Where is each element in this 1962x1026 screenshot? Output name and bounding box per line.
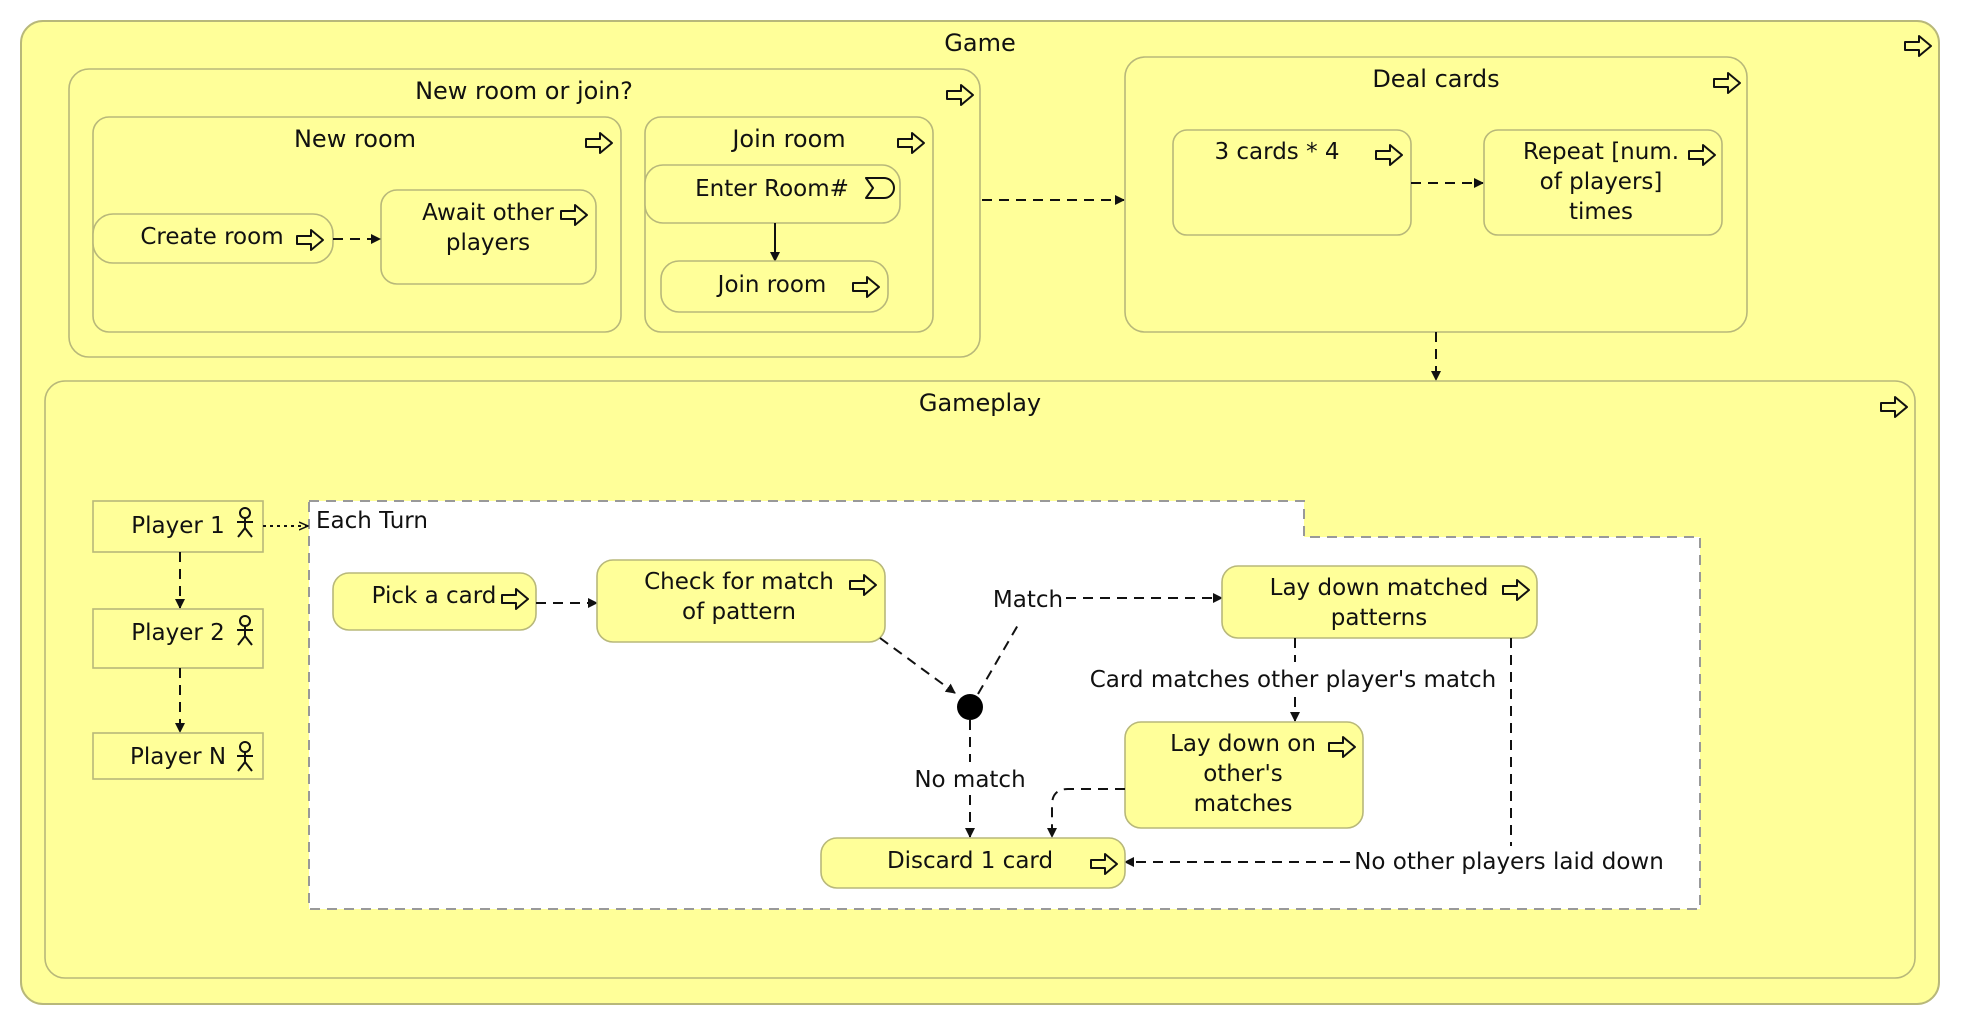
discard-action: Discard 1 card bbox=[820, 837, 1126, 889]
join-room-title: Join room bbox=[730, 125, 845, 153]
lay-down-label-line1: Lay down matched bbox=[1270, 575, 1489, 601]
lay-other-label-line1: Lay down on bbox=[1170, 731, 1316, 757]
each-turn-title: Each Turn bbox=[316, 508, 428, 534]
await-players-action: Await other players bbox=[380, 189, 597, 285]
accept-event-icon bbox=[865, 177, 895, 199]
join-room-action: Join room bbox=[660, 260, 889, 313]
lay-down-label-line2: patterns bbox=[1331, 605, 1428, 631]
pick-card-label: Pick a card bbox=[372, 583, 497, 609]
deal-cards-title: Deal cards bbox=[1372, 65, 1499, 93]
pick-card-action: Pick a card bbox=[332, 572, 537, 631]
check-match-action: Check for match of pattern bbox=[596, 559, 886, 643]
new-or-join-frame: New room or join? New room Create room A… bbox=[68, 68, 981, 358]
await-label-line2: players bbox=[446, 230, 530, 256]
flow-decision-match-segment bbox=[977, 624, 1019, 695]
join-room-frame: Join room Enter Room# Join room bbox=[644, 116, 934, 333]
no-match-label: No match bbox=[914, 767, 1025, 793]
player-1-label: Player 1 bbox=[131, 513, 225, 539]
game-title: Game bbox=[944, 29, 1015, 57]
match-label: Match bbox=[993, 587, 1063, 613]
gameplay-title: Gameplay bbox=[919, 389, 1041, 417]
player-2-label: Player 2 bbox=[131, 620, 225, 646]
cards-label: 3 cards * 4 bbox=[1214, 139, 1339, 165]
player-n-actor: Player N bbox=[92, 732, 264, 780]
player-n-label: Player N bbox=[130, 744, 226, 770]
join-room-label: Join room bbox=[716, 272, 827, 298]
player-2-actor: Player 2 bbox=[92, 608, 264, 669]
create-room-label: Create room bbox=[140, 224, 283, 250]
deal-cards-frame: Deal cards 3 cards * 4 Repeat [num. of p… bbox=[1124, 56, 1748, 333]
player-1-actor: Player 1 bbox=[92, 500, 264, 553]
lay-other-label-line2: other's bbox=[1203, 761, 1283, 787]
check-label-line1: Check for match bbox=[644, 569, 834, 595]
repeat-label-line2: of players] bbox=[1540, 169, 1663, 195]
card-matches-label: Card matches other player's match bbox=[1090, 667, 1497, 693]
lay-other-label-line3: matches bbox=[1194, 791, 1293, 817]
flow-layother-to-discard bbox=[1047, 788, 1125, 838]
check-label-line2: of pattern bbox=[682, 599, 796, 625]
await-label-line1: Await other bbox=[422, 200, 554, 226]
new-room-title: New room bbox=[294, 125, 416, 153]
cards-action: 3 cards * 4 bbox=[1172, 129, 1412, 236]
lay-down-other-action: Lay down on other's matches bbox=[1124, 721, 1364, 829]
new-room-frame: New room Create room Await other players bbox=[92, 116, 622, 333]
new-or-join-title: New room or join? bbox=[415, 77, 633, 105]
flow-check-to-decision bbox=[879, 637, 956, 694]
decision-node bbox=[957, 694, 983, 720]
repeat-action: Repeat [num. of players] times bbox=[1483, 129, 1723, 236]
discard-label: Discard 1 card bbox=[887, 848, 1053, 874]
gameplay-frame: Gameplay Player 1 Player 2 Player N Each… bbox=[44, 380, 1916, 979]
create-room-action: Create room bbox=[92, 213, 334, 264]
repeat-label-line3: times bbox=[1569, 199, 1633, 225]
enter-room-action: Enter Room# bbox=[644, 164, 901, 224]
lay-down-matched-action: Lay down matched patterns bbox=[1221, 565, 1538, 639]
repeat-label-line1: Repeat [num. bbox=[1523, 139, 1679, 165]
no-other-label: No other players laid down bbox=[1354, 849, 1664, 875]
enter-room-label: Enter Room# bbox=[695, 176, 849, 202]
